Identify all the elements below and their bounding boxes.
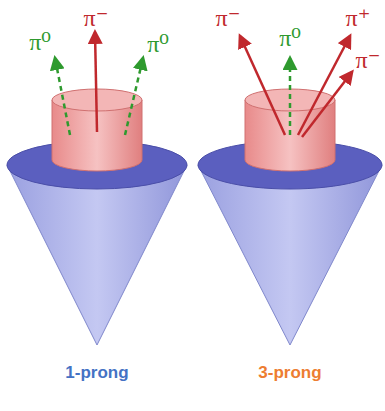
decay-mode-caption: 3-prong	[258, 364, 321, 381]
particle-label: π⁰	[279, 26, 301, 50]
particle-label: π⁺	[346, 6, 371, 30]
left-cone	[7, 32, 187, 345]
particle-label: π⁰	[147, 32, 169, 56]
particle-label: π⁻	[84, 6, 109, 30]
particle-label: π⁰	[29, 30, 51, 54]
decay-mode-caption: 1-prong	[65, 364, 128, 381]
particle-label: π⁻	[356, 48, 381, 72]
particle-label: π⁻	[216, 6, 241, 30]
right-cone	[198, 36, 382, 345]
